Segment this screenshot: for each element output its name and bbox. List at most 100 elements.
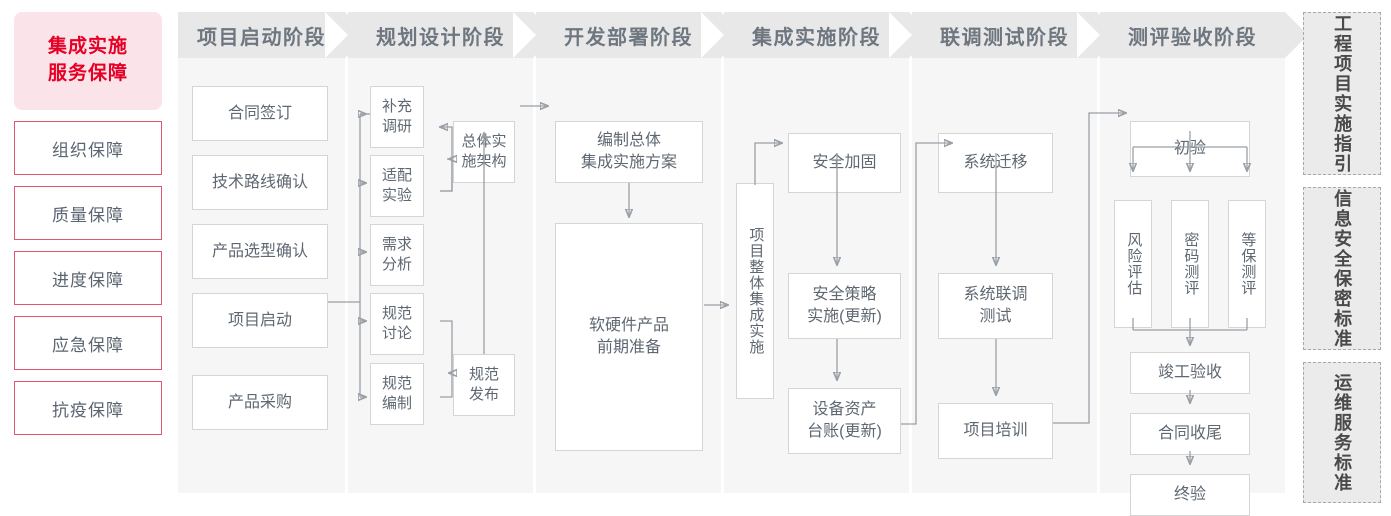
node-label: 规范 编制 xyxy=(381,374,412,412)
node-hardware-software-preparation[interactable]: 软硬件产品 前期准备 xyxy=(555,223,703,451)
node-label: 项目整体集成实施 xyxy=(747,227,765,355)
node-label: 规范 发布 xyxy=(468,365,499,403)
phase-body-joint-testing: 系统迁移 系统联调 测试 项目培训 xyxy=(912,58,1097,493)
node-label: 系统联调 测试 xyxy=(963,286,1028,325)
phase-header-integration-implementation: 集成实施阶段 xyxy=(701,12,932,58)
node-label: 风险评估 xyxy=(1125,232,1143,296)
node-project-training[interactable]: 项目培训 xyxy=(938,403,1053,459)
guarantee-item-schedule[interactable]: 进度保障 xyxy=(14,251,162,305)
panel-title-card: 集成实施 服务保障 xyxy=(14,12,162,110)
phase-body-evaluation-acceptance: 初验 风险评估 密码测评 等保测评 竣工验收 合同收尾 终验 xyxy=(1100,58,1285,516)
guarantee-item-epidemic[interactable]: 抗疫保障 xyxy=(14,381,162,435)
node-system-joint-test[interactable]: 系统联调 测试 xyxy=(938,273,1053,339)
phase-header-label: 开发部署阶段 xyxy=(564,26,693,49)
node-overall-integration-plan[interactable]: 编制总体 集成实施方案 xyxy=(555,121,703,183)
node-tech-route-confirm[interactable]: 技术路线确认 xyxy=(192,155,328,210)
node-adaptation-experiment[interactable]: 适配 实验 xyxy=(370,155,424,217)
phase-column-development-deployment: 开发部署阶段 编制总体 集成实施方案 软硬件产品 前期准备 xyxy=(513,12,744,493)
node-label: 总体实 施架构 xyxy=(461,132,507,170)
phase-body-development-deployment: 编制总体 集成实施方案 软硬件产品 前期准备 xyxy=(536,58,721,493)
node-label: 密码测评 xyxy=(1182,232,1200,296)
node-label: 安全策略 实施(更新) xyxy=(807,286,882,325)
phase-column-evaluation-acceptance: 测评验收阶段 初验 风险评估 密码测评 等保测评 竣工验收 合同收尾 终 xyxy=(1077,12,1308,516)
standard-box-operations-service[interactable]: 运维服务标准 xyxy=(1303,362,1381,503)
node-preliminary-acceptance[interactable]: 初验 xyxy=(1130,121,1250,177)
guarantee-item-emergency[interactable]: 应急保障 xyxy=(14,316,162,370)
phase-column-project-initiation: 项目启动阶段 合同签订 技术路线确认 产品选型确认 项目启动 产品采购 xyxy=(178,12,368,493)
phase-column-planning-design: 规划设计阶段 补充 调研 适配 实验 需求 分析 规范 讨论 规范 编制 总体实… xyxy=(325,12,556,493)
panel-title-line-1: 集成实施 xyxy=(47,36,128,58)
phase-header-project-initiation: 项目启动阶段 xyxy=(178,12,368,58)
phase-column-integration-implementation: 集成实施阶段 项目整体集成实施 安全加固 安全策略 实施(更新) 设备资产 台账… xyxy=(701,12,932,493)
node-label: 产品采购 xyxy=(227,393,292,411)
node-standard-release[interactable]: 规范 发布 xyxy=(453,354,515,416)
node-project-kickoff[interactable]: 项目启动 xyxy=(192,293,328,348)
node-label: 竣工验收 xyxy=(1157,364,1222,382)
guarantee-item-organization[interactable]: 组织保障 xyxy=(14,121,162,175)
phase-header-planning-design: 规划设计阶段 xyxy=(325,12,556,58)
phase-header-label: 项目启动阶段 xyxy=(197,26,326,49)
standard-label: 信息安全保密标准 xyxy=(1332,188,1353,349)
node-label: 补充 调研 xyxy=(381,97,412,135)
node-label: 等保测评 xyxy=(1239,232,1257,296)
node-label: 需求 分析 xyxy=(381,235,412,273)
guarantee-label: 质量保障 xyxy=(52,205,124,225)
node-label: 终验 xyxy=(1173,486,1206,504)
node-standard-drafting[interactable]: 规范 编制 xyxy=(370,363,424,425)
node-label: 安全加固 xyxy=(812,154,877,172)
node-security-policy-implementation[interactable]: 安全策略 实施(更新) xyxy=(788,273,901,339)
node-security-hardening[interactable]: 安全加固 xyxy=(788,133,901,193)
node-equipment-asset-ledger[interactable]: 设备资产 台账(更新) xyxy=(788,388,901,454)
node-overall-implementation-architecture[interactable]: 总体实 施架构 xyxy=(453,121,515,183)
phase-header-label: 规划设计阶段 xyxy=(376,26,505,49)
node-system-migration[interactable]: 系统迁移 xyxy=(938,133,1053,193)
node-contract-signing[interactable]: 合同签订 xyxy=(192,86,328,141)
node-cryptography-evaluation[interactable]: 密码测评 xyxy=(1171,200,1209,328)
node-final-acceptance[interactable]: 终验 xyxy=(1130,474,1250,516)
guarantee-label: 抗疫保障 xyxy=(52,400,124,420)
node-label: 合同签订 xyxy=(227,104,292,122)
phase-body-project-initiation: 合同签订 技术路线确认 产品选型确认 项目启动 产品采购 xyxy=(178,58,345,493)
standard-label: 工程项目实施指引 xyxy=(1332,13,1353,174)
node-label: 软硬件产品 前期准备 xyxy=(588,317,669,356)
node-standard-discussion[interactable]: 规范 讨论 xyxy=(370,293,424,355)
node-label: 合同收尾 xyxy=(1157,425,1222,443)
phase-header-label: 集成实施阶段 xyxy=(752,26,881,49)
standard-box-engineering-guideline[interactable]: 工程项目实施指引 xyxy=(1303,12,1381,175)
guarantee-item-quality[interactable]: 质量保障 xyxy=(14,186,162,240)
phase-body-planning-design: 补充 调研 适配 实验 需求 分析 规范 讨论 规范 编制 总体实 施架构 规范… xyxy=(348,58,533,493)
phase-header-development-deployment: 开发部署阶段 xyxy=(513,12,744,58)
node-product-procurement[interactable]: 产品采购 xyxy=(192,375,328,430)
node-requirements-analysis[interactable]: 需求 分析 xyxy=(370,224,424,286)
node-label: 系统迁移 xyxy=(963,154,1028,172)
node-label: 初验 xyxy=(1173,140,1206,158)
node-label: 编制总体 集成实施方案 xyxy=(580,132,677,171)
phase-body-integration-implementation: 项目整体集成实施 安全加固 安全策略 实施(更新) 设备资产 台账(更新) xyxy=(724,58,909,493)
node-label: 项目培训 xyxy=(963,422,1028,440)
panel-title-line-2: 服务保障 xyxy=(47,63,128,84)
node-label: 项目启动 xyxy=(227,311,292,329)
phase-header-label: 联调测试阶段 xyxy=(940,26,1069,49)
phase-header-evaluation-acceptance: 测评验收阶段 xyxy=(1077,12,1308,58)
node-completion-acceptance[interactable]: 竣工验收 xyxy=(1130,352,1250,394)
guarantee-label: 进度保障 xyxy=(52,270,124,290)
phase-header-label: 测评验收阶段 xyxy=(1128,26,1257,49)
node-label: 产品选型确认 xyxy=(211,242,308,260)
node-supplementary-research[interactable]: 补充 调研 xyxy=(370,86,424,148)
node-contract-closure[interactable]: 合同收尾 xyxy=(1130,413,1250,455)
phase-header-joint-testing: 联调测试阶段 xyxy=(889,12,1120,58)
node-label: 技术路线确认 xyxy=(211,173,308,191)
node-label: 适配 实验 xyxy=(381,166,412,204)
guarantee-label: 组织保障 xyxy=(52,140,124,160)
node-label: 设备资产 台账(更新) xyxy=(807,401,882,440)
standard-label: 运维服务标准 xyxy=(1332,372,1353,493)
phase-column-joint-testing: 联调测试阶段 系统迁移 系统联调 测试 项目培训 xyxy=(889,12,1120,493)
node-risk-assessment[interactable]: 风险评估 xyxy=(1114,200,1152,328)
standard-box-information-security[interactable]: 信息安全保密标准 xyxy=(1303,187,1381,350)
guarantee-label: 应急保障 xyxy=(52,335,124,355)
node-overall-project-integration[interactable]: 项目整体集成实施 xyxy=(736,183,774,399)
node-classified-protection-evaluation[interactable]: 等保测评 xyxy=(1228,200,1266,328)
node-label: 规范 讨论 xyxy=(381,304,412,342)
node-product-selection-confirm[interactable]: 产品选型确认 xyxy=(192,224,328,279)
